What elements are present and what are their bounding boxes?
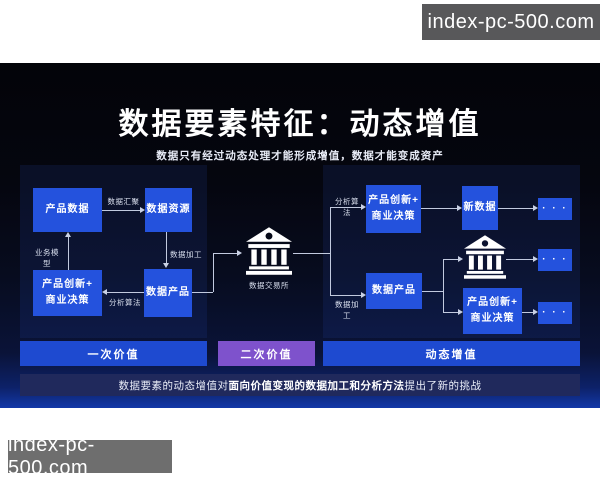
ellipsis-icon: · · · [542,307,568,318]
footer-suffix: 提出了新的挑战 [404,379,482,392]
arrow-right-icon [237,249,242,256]
arrow-right-icon [361,291,366,298]
data-exchange-label: 数据交易所 [249,281,289,290]
box-innovation-bottom-line2: 商业决策 [470,313,515,324]
bar-dynamic-value: 动态增值 [323,341,580,366]
box-innovation-top-line1: 产品创新+ [368,195,419,206]
box-innovation-left-line1: 产品创新+ [42,279,93,290]
box-innovation-top-line2: 商业决策 [371,211,416,222]
arrow-right-icon [533,204,538,211]
arrow-right-icon [361,203,366,210]
box-innovation-bottom-right: 产品创新+ 商业决策 [463,288,522,334]
arrow-right-icon [533,308,538,315]
page-subtitle: 数据只有经过动态处理才能形成增值，数据才能变成资产 [156,150,444,162]
edge-label-analyze-right: 分析算法 [335,197,359,217]
edge-newdata-to-ellipsis [498,208,533,209]
edge-innovation-to-newdata [421,208,457,209]
box-innovation-top-right: 产品创新+ 商业决策 [366,185,421,233]
arrow-right-icon [533,255,538,262]
edge-label-aggregate: 数据汇聚 [107,197,140,206]
right-trunk-line [330,207,331,295]
box-product-data: 产品数据 [33,188,102,232]
bar-secondary-value: 二次价值 [218,341,315,366]
ellipsis-icon: · · · [542,203,568,214]
edge-label-process-left: 数据加工 [170,250,202,259]
edge-split-to-innovation [443,312,458,313]
box-data-resource: 数据资源 [145,188,192,232]
edge-label-process-right: 数据加工 [335,300,359,320]
connector-left-h2 [213,253,237,254]
box-innovation-bottom-line1: 产品创新+ [467,297,518,308]
box-ellipsis-bottom: · · · [538,302,572,324]
edge-line-analyze-right [330,207,361,208]
edge-dataproduct-split-h [422,291,443,292]
box-innovation-left-line2: 商业决策 [45,295,90,306]
footer-emphasis: 面向价值变现的数据加工和分析方法 [228,379,405,392]
box-product-data-label: 产品数据 [45,204,90,215]
arrow-left-icon [102,288,107,295]
box-new-data: 新数据 [462,186,498,230]
box-data-product-right-label: 数据产品 [372,285,416,296]
bar-primary-value: 一次价值 [20,341,207,366]
edge-bank-to-ellipsis [506,259,533,260]
edge-innovation-to-ellipsis [522,312,533,313]
bar-primary-label: 一次价值 [87,348,140,361]
edge-label-analyze-left: 分析算法 [109,298,141,307]
edge-split-to-bank [443,259,458,260]
connector-left-h1 [192,292,213,293]
box-new-data-label: 新数据 [463,202,497,213]
edge-dataproduct-split-v [443,259,444,312]
box-ellipsis-middle: · · · [538,249,572,271]
box-data-resource-label: 数据资源 [146,204,191,215]
page-title: 数据要素特征：动态增值 [118,108,482,141]
footer-prefix: 数据要素的动态增值对 [118,379,229,392]
edge-line-process-left [166,232,167,264]
arrow-right-icon [458,308,463,315]
box-ellipsis-top: · · · [538,198,572,220]
ellipsis-icon: · · · [542,254,568,265]
edge-line-process-right [330,295,361,296]
footer-banner: 数据要素的动态增值对面向价值变现的数据加工和分析方法提出了新的挑战 [20,374,580,396]
bar-dynamic-label: 动态增值 [425,348,478,361]
arrow-right-icon [458,255,463,262]
watermark-top-text: index-pc-500.com [427,10,595,33]
watermark-bottom: index-pc-500.com [8,434,172,479]
connector-left-v [213,253,214,292]
watermark-bottom-text: index-pc-500.com [8,433,95,479]
arrow-down-icon [162,263,169,268]
arrow-right-icon [457,204,462,211]
edge-line-aggregate [102,210,141,211]
box-data-product-left-label: 数据产品 [146,287,190,298]
bank-icon [464,235,506,279]
edge-line-analyze-left [106,292,144,293]
box-data-product-right: 数据产品 [366,273,422,309]
bar-secondary-label: 二次价值 [240,348,293,361]
data-exchange-bank-icon [246,225,292,277]
arrow-right-icon [140,206,145,213]
box-data-product-left: 数据产品 [144,269,192,317]
arrow-up-icon [64,232,71,237]
edge-label-model: 业务模型 [35,248,59,268]
watermark-top: index-pc-500.com [422,4,600,40]
box-innovation-left: 产品创新+ 商业决策 [33,270,102,316]
edge-line-model [68,236,69,270]
connector-exchange-right [293,253,330,254]
